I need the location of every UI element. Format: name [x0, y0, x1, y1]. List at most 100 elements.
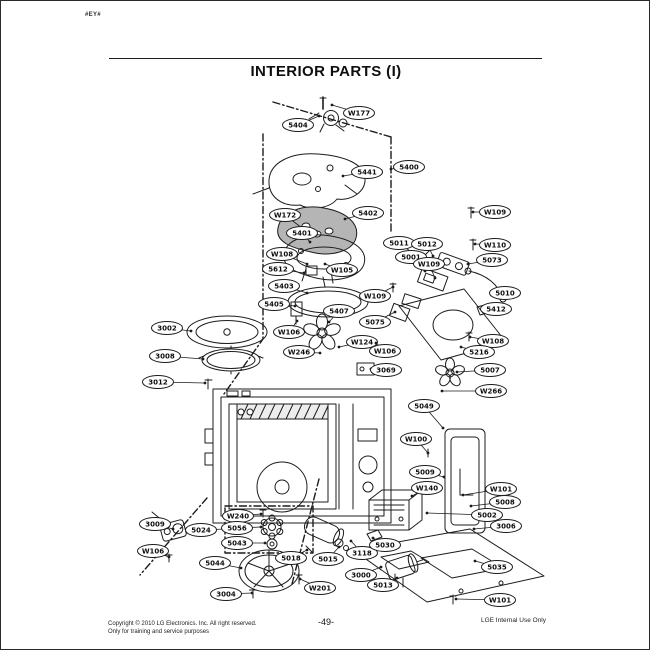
part-number-5412: 5412: [486, 306, 506, 314]
fastener-point-W109: [391, 285, 395, 289]
part-number-W108: W108: [482, 338, 504, 346]
fastener-point-W140: [410, 494, 414, 498]
fastener-point-5216: [459, 345, 463, 349]
fastener-point-3118: [349, 539, 353, 543]
fastener-point-W109: [471, 210, 475, 214]
part-label-5007: [474, 363, 506, 377]
fastener-point-5441: [341, 174, 345, 178]
copyright-line1: Copyright © 2010 LG Electronics. Inc. Al…: [108, 621, 257, 627]
part-label-5441: [351, 165, 383, 179]
part-number-W101: W101: [490, 486, 512, 494]
part-label-5002: [471, 508, 503, 522]
fastener-point-W266: [440, 389, 444, 393]
fastener-point-W201: [298, 577, 302, 581]
part-label-3008: [149, 349, 181, 363]
bracket-5075: [388, 302, 411, 322]
part-label-W108: [266, 247, 298, 261]
part-label-W109: [413, 257, 445, 271]
heater-hatch: [236, 403, 329, 420]
fastener-point-5056: [259, 525, 263, 529]
corner-mark: #EY#: [85, 12, 101, 18]
part-number-5018: 5018: [281, 555, 301, 563]
footer-internal-use: LGE Internal Use Only: [480, 617, 546, 624]
part-label-5402: [352, 206, 384, 220]
part-label-W124: [346, 335, 378, 349]
fastener-point-5002: [425, 511, 429, 515]
fan-blade: [303, 313, 341, 350]
part-label-3006: [490, 519, 522, 533]
part-label-5015: [312, 552, 344, 566]
fastener-point-5008: [469, 504, 473, 508]
fastener-point-3004: [250, 591, 254, 595]
part-number-W100: W100: [405, 436, 427, 444]
part-number-5009: 5009: [415, 469, 435, 477]
roller-wheel-5044: [238, 549, 300, 593]
fastener-point-W109: [433, 276, 437, 280]
part-number-5401: 5401: [292, 230, 312, 238]
stirrer-motor: [308, 110, 348, 133]
part-label-5030: [369, 538, 401, 552]
part-number-5404: 5404: [288, 122, 308, 130]
fastener-point-W106: [167, 555, 171, 559]
part-label-W201: [304, 581, 336, 595]
part-number-W172: W172: [274, 212, 296, 220]
part-label-3009: [139, 517, 171, 531]
fastener-point-3006: [472, 527, 476, 531]
part-label-3069: [370, 363, 402, 377]
fastener-point-W124: [337, 345, 341, 349]
fastener-point-5012: [431, 254, 435, 258]
fastener-point-W100: [426, 451, 430, 455]
part-number-5012: 5012: [417, 241, 437, 249]
part-label-W266: [475, 384, 507, 398]
part-number-5001: 5001: [401, 254, 421, 262]
part-number-5002: 5002: [477, 512, 497, 520]
part-number-5216: 5216: [469, 349, 489, 357]
fastener-point-5044: [239, 566, 243, 570]
part-label-W140: [411, 481, 443, 495]
part-number-W124: W124: [351, 339, 373, 347]
fastener-point-5015: [337, 545, 341, 549]
part-number-3118: 3118: [352, 550, 372, 558]
fastener-point-5018: [305, 548, 309, 552]
part-number-5403: 5403: [274, 283, 294, 291]
part-number-5007: 5007: [480, 367, 500, 375]
part-label-5018: [275, 551, 307, 565]
part-label-3012: [142, 375, 174, 389]
part-number-5044: 5044: [205, 560, 225, 568]
part-number-5035: 5035: [487, 564, 507, 572]
part-number-5015: 5015: [318, 556, 338, 564]
part-label-5407: [323, 304, 355, 318]
part-label-W109: [479, 205, 511, 219]
part-label-W108: [477, 334, 509, 348]
fastener-point-3009: [171, 527, 175, 531]
part-label-5043: [221, 536, 253, 550]
part-number-5008: 5008: [495, 499, 515, 507]
part-number-W106: W106: [374, 348, 396, 356]
fastener-point-W106: [295, 319, 299, 323]
part-label-W100: [400, 432, 432, 446]
part-label-5024: [185, 523, 217, 537]
fastener-point-5402: [343, 217, 347, 221]
part-number-W177: W177: [348, 110, 370, 118]
part-label-3004: [210, 587, 242, 601]
part-number-W240: W240: [227, 513, 249, 521]
fastener-point-5073: [466, 262, 470, 266]
fastener-point-W108: [468, 335, 472, 339]
part-label-W106: [369, 344, 401, 358]
part-label-5401: [286, 226, 318, 240]
header-rule: [109, 58, 542, 59]
fastener-point-5009: [442, 475, 446, 479]
capacitor-group: [303, 516, 345, 547]
fastener-point-3002: [189, 329, 193, 333]
fastener-point-5075: [393, 310, 397, 314]
page-number: -49-: [317, 617, 334, 627]
part-label-W101: [484, 593, 516, 607]
part-number-5073: 5073: [482, 257, 502, 265]
part-label-W172: [269, 208, 301, 222]
part-number-W101: W101: [489, 597, 511, 605]
part-number-W106: W106: [278, 329, 300, 337]
part-number-5441: 5441: [357, 169, 377, 177]
footer-copyright: Copyright © 2010 LG Electronics. Inc. Al…: [108, 620, 257, 636]
